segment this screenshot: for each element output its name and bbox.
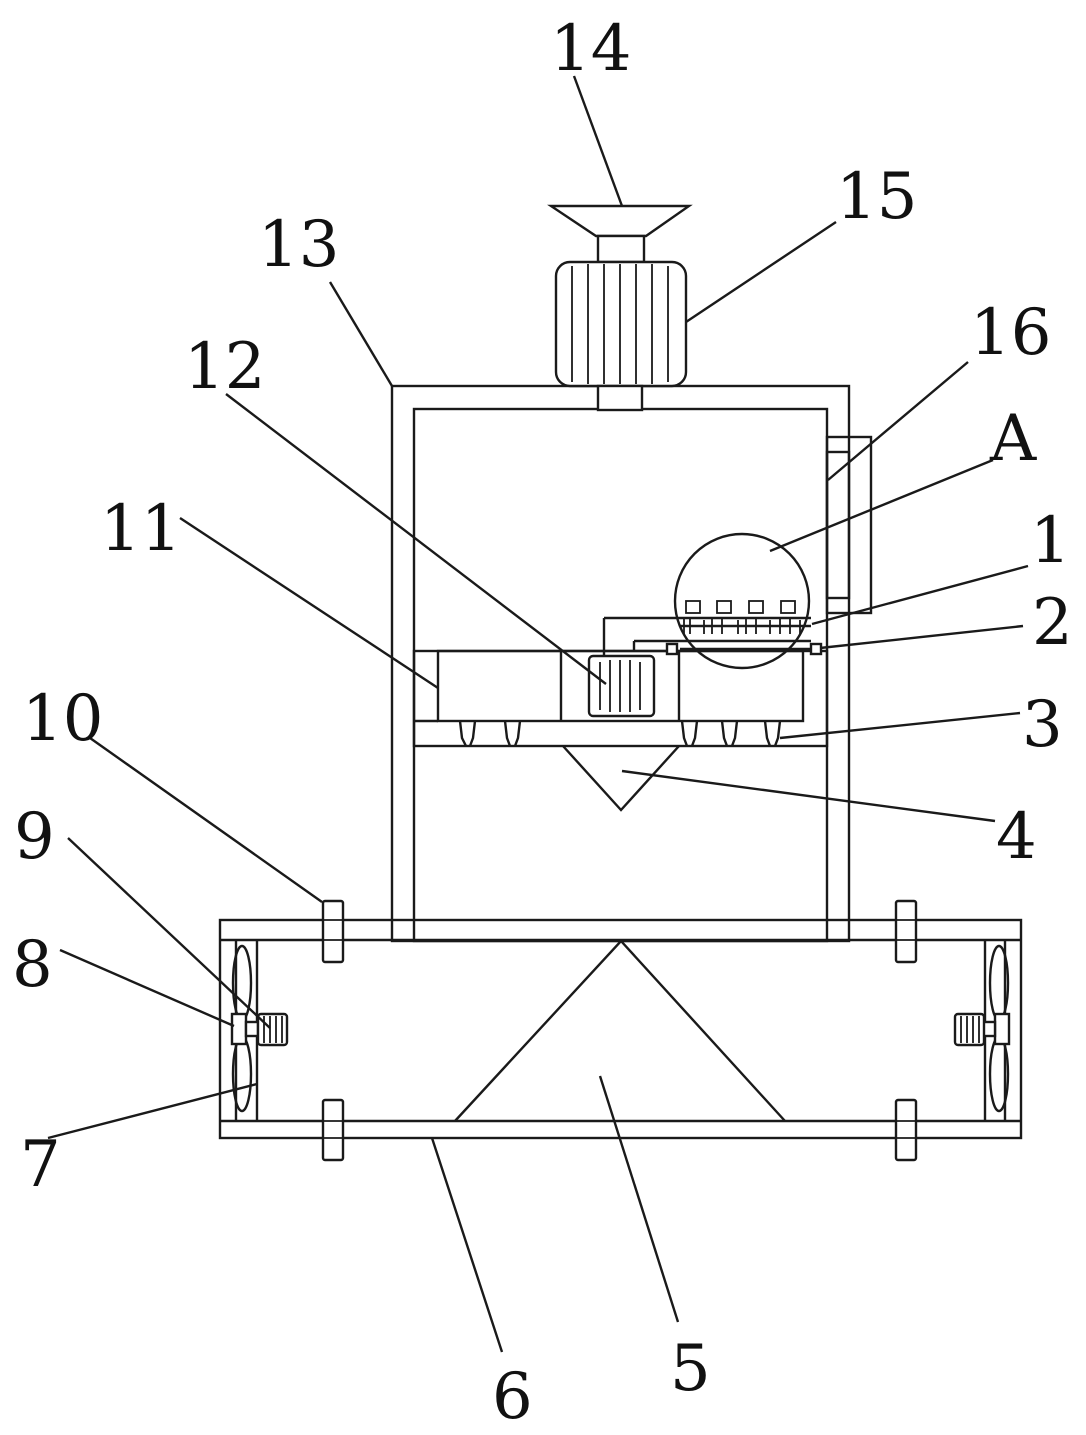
leader-6 [430, 1137, 504, 1353]
label-A: A [989, 402, 1037, 476]
leader-A [769, 458, 994, 553]
leader-13 [328, 281, 394, 387]
leader-9 [67, 837, 271, 1029]
leader-15 [685, 221, 837, 323]
screening-box [412, 649, 829, 748]
leader-lines [47, 75, 1029, 1353]
label-8: 8 [12, 928, 53, 1002]
material-guide-cone [454, 939, 786, 1122]
label-4: 4 [996, 800, 1037, 874]
label-7: 7 [20, 1128, 61, 1202]
right-fan-assembly [953, 944, 1011, 1113]
label-11: 11 [100, 492, 181, 566]
label-3: 3 [1022, 688, 1063, 762]
leader-7 [47, 1082, 258, 1140]
top-motor [554, 260, 688, 412]
label-6: 6 [492, 1360, 533, 1434]
leader-2 [819, 624, 1024, 650]
leader-4 [621, 769, 996, 823]
leader-14 [572, 75, 624, 207]
left-fan-assembly [230, 944, 289, 1113]
stirring-motor [587, 616, 811, 718]
label-1: 1 [1030, 504, 1071, 578]
deflector-cone [562, 745, 680, 812]
leader-16 [827, 361, 969, 481]
label-10: 10 [22, 682, 103, 756]
leader-11 [179, 516, 439, 690]
label-16: 16 [970, 296, 1051, 370]
label-12: 12 [184, 330, 265, 404]
detail-a-assembly [632, 532, 823, 670]
label-15: 15 [836, 160, 917, 234]
feed-nozzle [547, 204, 693, 264]
leader-1 [811, 564, 1029, 626]
label-14: 14 [550, 12, 631, 86]
pipe-clamps [321, 899, 918, 1162]
label-9: 9 [14, 800, 55, 874]
label-13: 13 [258, 208, 339, 282]
leader-8 [59, 948, 235, 1028]
reference-labels: 14 15 13 16 12 A 11 1 2 10 3 9 4 8 7 5 6 [12, 12, 1073, 1434]
leader-12 [225, 393, 607, 685]
label-2: 2 [1032, 586, 1073, 660]
leader-3 [779, 711, 1021, 740]
leader-5 [598, 1075, 680, 1323]
label-5: 5 [670, 1332, 711, 1406]
leader-10 [89, 737, 323, 903]
